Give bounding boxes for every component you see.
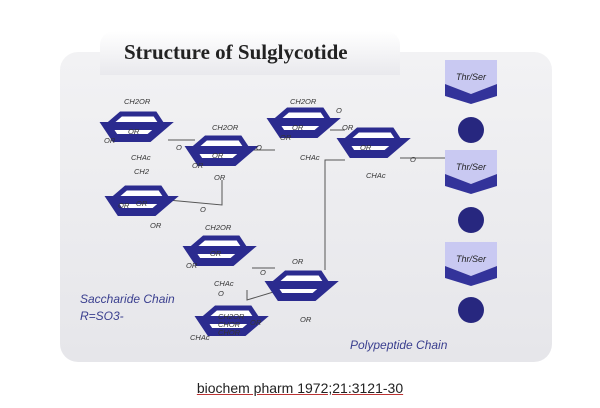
chac-label: CHAc (366, 171, 386, 180)
ch2or-label: CH2OR (124, 97, 151, 106)
chac-label: CHAc (214, 279, 234, 288)
chac-label: CHAc (190, 333, 210, 342)
or-label: OR (292, 257, 304, 266)
ch2or-label: CH2OR (290, 97, 317, 106)
or-label: OR (128, 127, 140, 136)
or-label: OR (118, 201, 130, 210)
thr-ser-block: Thr/Ser (445, 242, 497, 286)
chor-label: CHOR (218, 328, 241, 337)
or-label: OR (186, 261, 198, 270)
ch2-label: CH2 (134, 167, 150, 176)
or-label: OR (250, 318, 262, 327)
or-label: OR (136, 199, 148, 208)
or-label: OR (150, 221, 162, 230)
thr-ser-label: Thr/Ser (456, 254, 487, 264)
or-label: OR (342, 123, 354, 132)
thr-ser-label: Thr/Ser (456, 72, 487, 82)
saccharide-chain-label: Saccharide Chain (80, 292, 175, 306)
or-label: OR (280, 133, 292, 142)
o-label: O (218, 289, 224, 298)
o-label: O (260, 268, 266, 277)
citation-caption: biochem pharm 1972;21:3121-30 (0, 380, 600, 396)
o-label: O (176, 143, 182, 152)
o-label: O (410, 155, 416, 164)
ch2or-label: CH2OR (218, 312, 245, 321)
r-definition-label: R=SO3- (80, 309, 124, 323)
or-label: OR (214, 173, 226, 182)
ch2or-label: CH2OR (212, 123, 239, 132)
o-label: O (336, 106, 342, 115)
o-label: O (256, 143, 262, 152)
residue-dot (458, 297, 484, 323)
glycosidic-bonds (167, 129, 445, 301)
thr-ser-block: Thr/Ser (445, 60, 497, 104)
or-label: OR (210, 249, 222, 258)
thr-ser-block: Thr/Ser (445, 150, 497, 194)
or-label: OR (104, 136, 116, 145)
or-label: OR (360, 143, 372, 152)
or-label: OR (212, 151, 224, 160)
title-tab (100, 31, 400, 75)
chac-label: CHAc (300, 153, 320, 162)
residue-dot (458, 207, 484, 233)
sugar-ring (344, 130, 400, 154)
or-label: OR (292, 123, 304, 132)
chac-label: CHAc (131, 153, 151, 162)
or-label: OR (300, 315, 312, 324)
thr-ser-label: Thr/Ser (456, 162, 487, 172)
ch2or-label: CH2OR (205, 223, 232, 232)
chor-label: CHOR (218, 320, 241, 329)
diagram-title: Structure of Sulglycotide (124, 40, 348, 64)
polypeptide-chain-label: Polypeptide Chain (350, 338, 448, 352)
sugar-ring (272, 273, 328, 297)
or-label: OR (192, 161, 204, 170)
o-label: O (200, 205, 206, 214)
residue-dot (458, 117, 484, 143)
citation-text: biochem pharm 1972;21:3121-30 (196, 380, 404, 396)
